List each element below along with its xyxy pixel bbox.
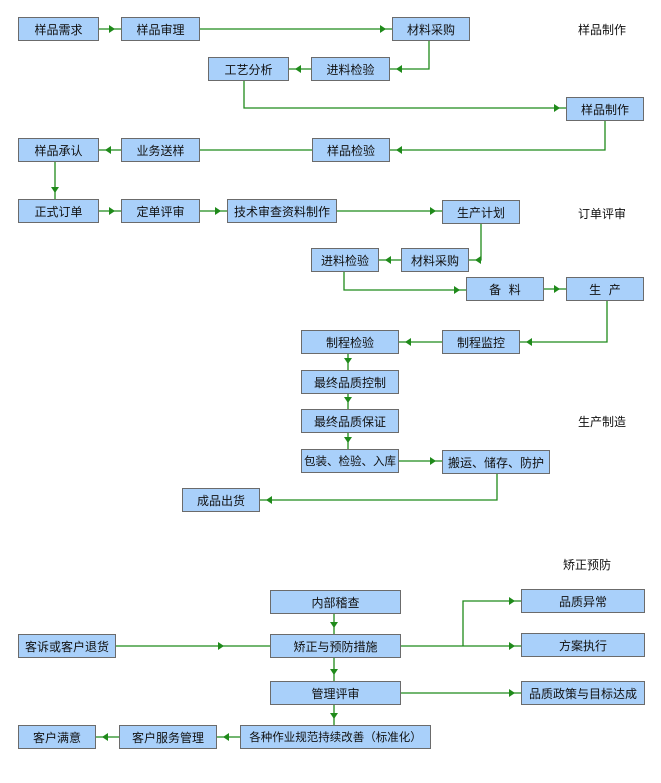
- arrowhead-icon: [102, 733, 108, 741]
- node-process-analysis: 工艺分析: [208, 57, 289, 81]
- connector-corrective-to-quality-abnormal: [462, 600, 521, 646]
- node-quality-policy: 品质政策与目标达成: [521, 681, 645, 705]
- node-material-purchase-1: 材料采购: [392, 17, 470, 41]
- arrowhead-icon: [380, 25, 386, 33]
- node-formal-order: 正式订单: [18, 199, 99, 223]
- arrowhead-icon: [396, 65, 402, 73]
- arrowhead-icon: [554, 104, 560, 112]
- node-incoming-inspection-1: 进料检验: [311, 57, 390, 81]
- node-business-delivery: 业务送样: [121, 138, 200, 162]
- arrowhead-icon: [344, 358, 352, 364]
- arrowhead-icon: [109, 207, 115, 215]
- node-production: 生 产: [566, 277, 644, 301]
- arrowhead-icon: [51, 187, 59, 193]
- arrowhead-icon: [385, 256, 391, 264]
- arrowhead-icon: [330, 622, 338, 628]
- connector-inspection-to-prep: [343, 272, 466, 291]
- arrowhead-icon: [396, 146, 402, 154]
- connector-purchase-to-inspection: [390, 41, 430, 70]
- arrowhead-icon: [454, 286, 460, 294]
- arrowhead-icon: [295, 65, 301, 73]
- node-final-qa: 最终品质保证: [301, 409, 399, 433]
- node-incoming-inspection-2: 进料检验: [311, 248, 379, 272]
- node-sample-inspection: 样品检验: [312, 138, 390, 162]
- connector-plan-to-purchase: [469, 224, 482, 261]
- arrowhead-icon: [554, 285, 560, 293]
- arrowhead-icon: [223, 733, 229, 741]
- node-complaint: 客诉或客户退货: [18, 634, 116, 658]
- arrowhead-icon: [215, 207, 221, 215]
- arrowhead-icon: [344, 397, 352, 403]
- node-tech-review: 技术审查资料制作: [227, 199, 337, 223]
- node-sample-approval: 样品承认: [18, 138, 99, 162]
- connector-analysis-to-sample-making: [243, 81, 566, 109]
- arrowhead-icon: [218, 642, 224, 650]
- arrowhead-icon: [475, 256, 481, 264]
- node-sample-demand: 样品需求: [18, 17, 99, 41]
- node-material-prep: 备 料: [466, 277, 544, 301]
- section-label-sample-making: 样品制作: [578, 23, 627, 37]
- node-management-review: 管理评审: [270, 681, 401, 705]
- node-customer-satisfaction: 客户满意: [18, 725, 96, 749]
- arrowhead-icon: [526, 338, 532, 346]
- node-production-plan: 生产计划: [442, 200, 520, 224]
- arrowhead-icon: [330, 669, 338, 675]
- node-sample-making: 样品制作: [566, 97, 644, 121]
- node-internal-audit: 内部稽查: [270, 590, 401, 614]
- node-order-review: 定单评审: [121, 199, 200, 223]
- node-customer-service: 客户服务管理: [119, 725, 217, 749]
- arrowhead-icon: [266, 496, 272, 504]
- node-corrective-action: 矫正与预防措施: [270, 634, 401, 658]
- arrowhead-icon: [430, 457, 436, 465]
- node-quality-abnormal: 品质异常: [521, 589, 645, 613]
- arrowhead-icon: [509, 597, 515, 605]
- connector-handling-to-shipment: [260, 474, 498, 501]
- connector-sample-making-to-sample-inspection: [390, 121, 606, 151]
- node-plan-execution: 方案执行: [521, 633, 645, 657]
- arrowhead-icon: [509, 689, 515, 697]
- arrowhead-icon: [344, 437, 352, 443]
- section-label-order-review: 订单评审: [578, 207, 627, 221]
- node-sample-review: 样品审理: [121, 17, 200, 41]
- node-process-inspection: 制程检验: [301, 330, 399, 354]
- arrowhead-icon: [330, 713, 338, 719]
- arrowhead-icon: [105, 146, 111, 154]
- node-final-qc: 最终品质控制: [301, 370, 399, 394]
- node-packing: 包装、检验、入库: [301, 449, 399, 473]
- node-process-monitoring: 制程监控: [442, 330, 520, 354]
- node-shipment: 成品出货: [182, 488, 260, 512]
- arrowhead-icon: [430, 207, 436, 215]
- node-handling: 搬运、储存、防护: [442, 450, 550, 474]
- section-label-corrective-prevention: 矫正预防: [563, 558, 612, 572]
- node-continuous-improvement: 各种作业规范持续改善（标准化）: [240, 725, 431, 749]
- section-label-production: 生产制造: [578, 415, 627, 429]
- arrowhead-icon: [405, 338, 411, 346]
- arrowhead-icon: [509, 642, 515, 650]
- arrowhead-icon: [109, 25, 115, 33]
- node-material-purchase-2: 材料采购: [401, 248, 469, 272]
- connector-production-to-monitoring: [520, 301, 608, 343]
